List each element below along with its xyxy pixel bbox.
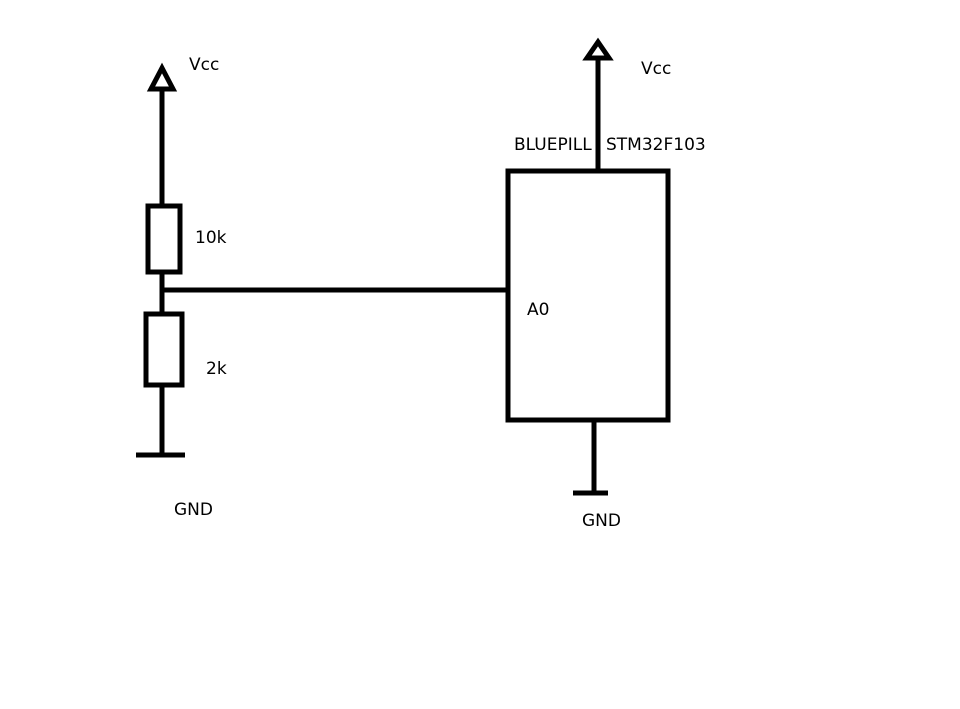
left-ground-label: GND: [174, 500, 213, 520]
resistor-10k-label: 10k: [195, 228, 227, 248]
board-ground-label: GND: [582, 511, 621, 531]
resistor-2k-symbol: [143, 311, 185, 388]
board-name-label: BLUEPILL: [514, 135, 592, 155]
bluepill-body: [505, 168, 671, 423]
board-vcc-arrow-icon: [582, 37, 614, 61]
bluepill-board: [505, 37, 671, 496]
board-vcc-label: Vcc: [641, 59, 671, 79]
pin-a0-label: A0: [527, 300, 549, 320]
left-vcc-label: Vcc: [189, 55, 219, 75]
left-vcc-arrow-icon: [146, 62, 178, 92]
left-branch: [136, 62, 185, 458]
resistor-10k-symbol: [145, 203, 183, 275]
resistor-2k-label: 2k: [206, 359, 227, 379]
chip-label: STM32F103: [606, 135, 706, 155]
